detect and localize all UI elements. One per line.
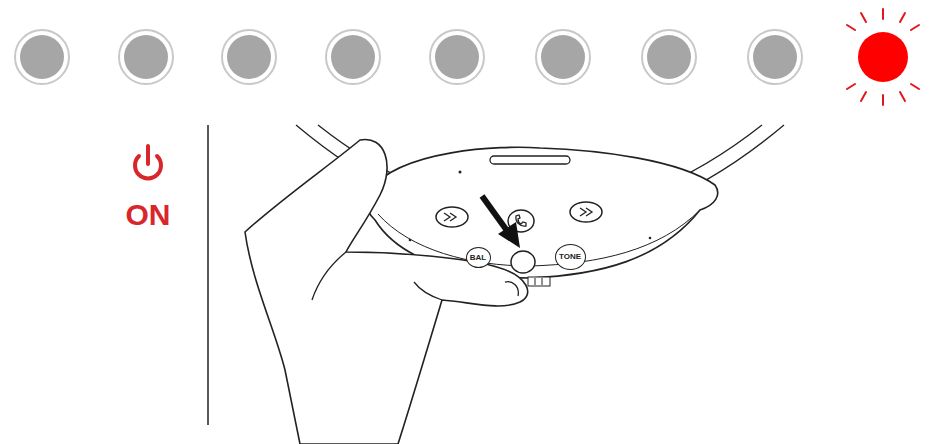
mic-slot	[490, 156, 570, 164]
button-label: TONE	[559, 253, 581, 261]
button-icons	[444, 208, 592, 226]
charging-port	[528, 277, 550, 286]
power-button	[511, 251, 535, 273]
led-ring	[430, 30, 484, 84]
screw-dot	[649, 237, 652, 240]
led-ring	[748, 30, 802, 84]
button: TONE	[555, 244, 586, 270]
led-off	[541, 35, 585, 79]
red-led-rays	[847, 9, 919, 105]
led-ring	[856, 30, 910, 84]
led-ring	[642, 30, 696, 84]
divider-line	[207, 125, 209, 425]
led-off	[227, 35, 271, 79]
button: BAL	[466, 247, 491, 268]
led-off	[753, 35, 797, 79]
screw-dot	[409, 239, 412, 242]
led-off	[124, 35, 168, 79]
top-buttons	[436, 202, 602, 232]
led-row	[15, 30, 910, 84]
state-label: ON	[126, 200, 171, 230]
led-off	[435, 35, 479, 79]
led-off	[647, 35, 691, 79]
button-label: BAL	[470, 254, 486, 262]
led-ring	[15, 30, 69, 84]
led-ring	[326, 30, 380, 84]
led-off	[20, 35, 64, 79]
led-hole	[459, 171, 462, 174]
led-off	[331, 35, 375, 79]
led-ring	[536, 30, 590, 84]
hand	[245, 139, 528, 444]
led-on	[858, 32, 908, 82]
led-ring	[119, 30, 173, 84]
press-arrow	[482, 196, 520, 248]
led-ring	[222, 30, 276, 84]
power-icon	[135, 146, 161, 178]
